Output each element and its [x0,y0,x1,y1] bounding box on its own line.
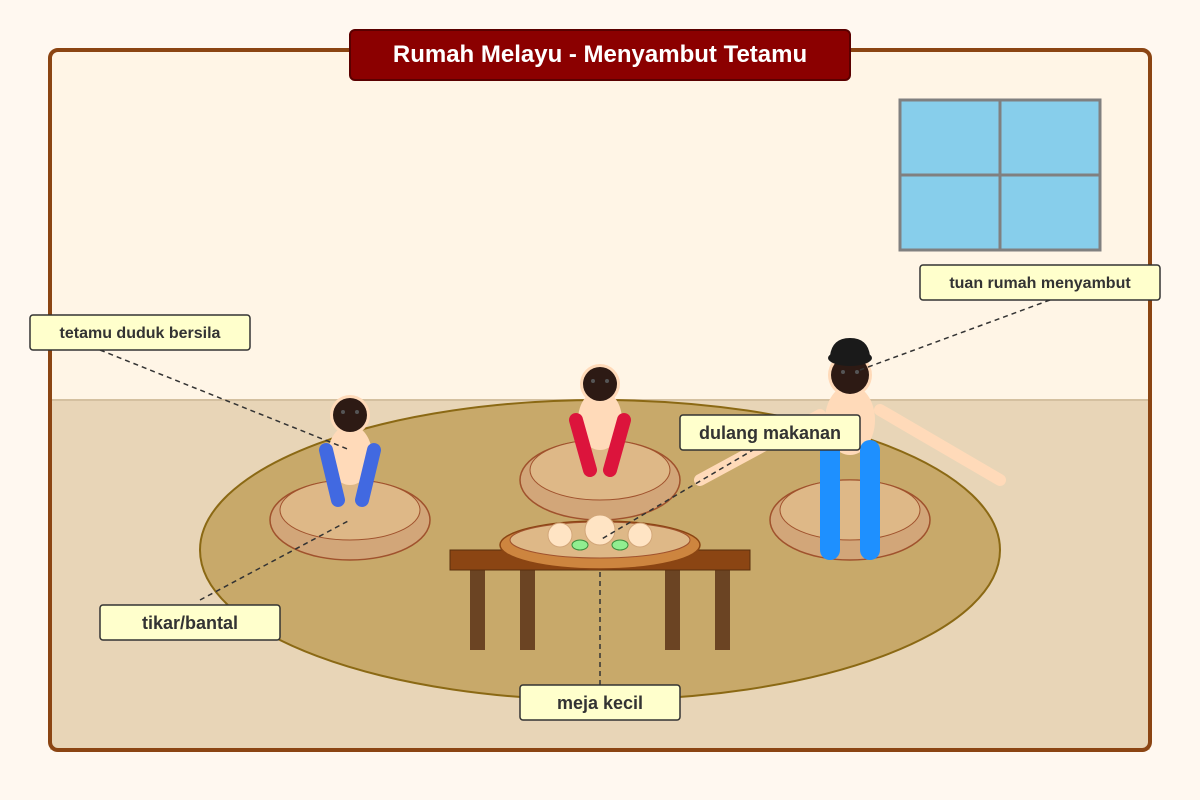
label-guest-text: tetamu duduk bersila [60,325,221,342]
leader-host [859,299,1051,371]
title-banner: Rumah Melayu - Menyambut Tetamu [349,29,851,81]
page-title: Rumah Melayu - Menyambut Tetamu [393,41,807,68]
label-table-text: meja kecil [557,693,643,713]
cushion-right [769,479,931,561]
leader-lines [99,299,1051,685]
label-guest: tetamu duduk bersila [29,314,251,351]
guest-center [569,364,631,477]
cushion-left [269,479,431,561]
window [898,98,1102,252]
label-mat: tikar/bantal [99,604,281,641]
leader-tray [599,439,771,541]
label-tray-text: dulang makanan [699,423,841,443]
leader-mat [199,519,351,601]
label-tray: dulang makanan [679,414,861,451]
label-mat-text: tikar/bantal [142,613,238,633]
food-tray [499,514,701,570]
label-host-text: tuan rumah menyambut [949,275,1131,292]
label-host: tuan rumah menyambut [919,264,1161,301]
label-table: meja kecil [519,684,681,721]
cushion-center [519,439,681,521]
guest-left [319,395,381,507]
